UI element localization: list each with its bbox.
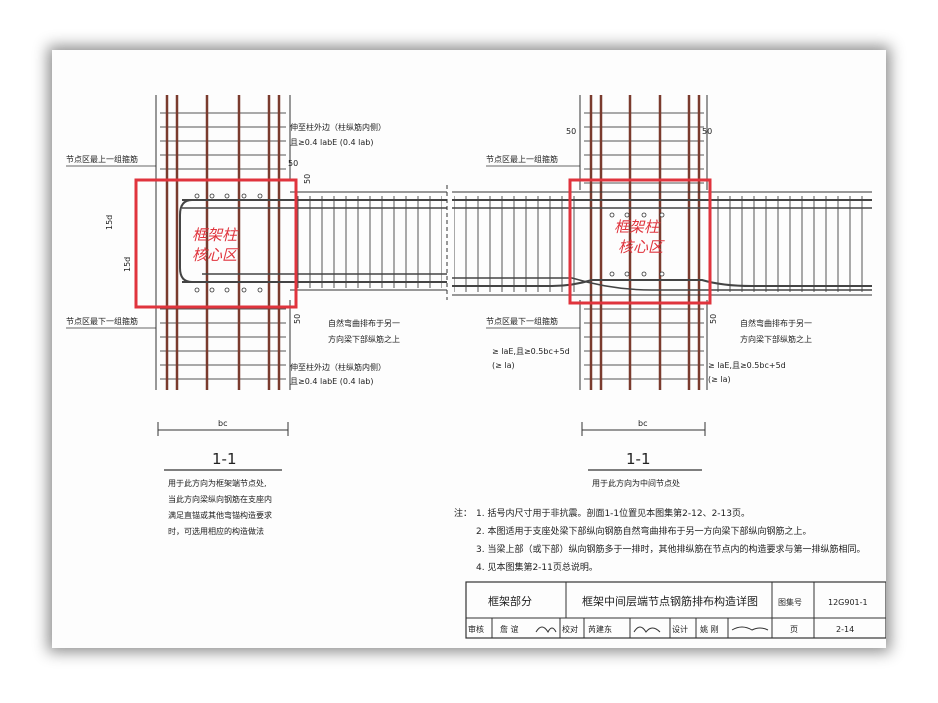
bottom-hoop-label: 节点区最下一组箍筋 bbox=[486, 316, 558, 326]
core-zone-text-2: 核心区 bbox=[618, 238, 665, 256]
section-label-left: 1-1 bbox=[212, 450, 237, 468]
beam-right-detail bbox=[452, 191, 872, 296]
bottom-extension-line2: 且≥0.4 labE (0.4 lab) bbox=[290, 377, 373, 386]
top-hoop-label: 节点区最上一组箍筋 bbox=[486, 154, 558, 164]
anchor-right-line2: (≥ la) bbox=[708, 375, 731, 384]
column-stirrups bbox=[160, 102, 286, 180]
bottom-extension-line1: 伸至柱外边（柱纵筋内侧） bbox=[290, 362, 386, 372]
right-detail: 框架柱 核心区 bc 50 50 50 节点区最上一组箍筋 节点区最下一组箍筋 … bbox=[452, 95, 872, 488]
designer-name: 姚 刚 bbox=[700, 624, 719, 634]
caption-left-1: 用于此方向为框架端节点处, bbox=[168, 478, 267, 488]
dim-50-b: 50 bbox=[702, 127, 712, 136]
bend-note-line2: 方向梁下部纵筋之上 bbox=[740, 334, 812, 344]
section-label-right: 1-1 bbox=[626, 450, 651, 468]
column-main-bars bbox=[165, 95, 281, 390]
notes: 注： 1. 括号内尺寸用于非抗震。剖面1-1位置见本图集第2-12、2-13页。… bbox=[454, 507, 865, 573]
notes-prefix: 注： bbox=[454, 507, 472, 519]
bottom-hoop-label: 节点区最下一组箍筋 bbox=[66, 316, 138, 326]
dim-50-c: 50 bbox=[293, 314, 302, 324]
core-zone-text-1: 框架柱 bbox=[614, 218, 661, 236]
core-zone-text-1: 框架柱 bbox=[192, 226, 239, 244]
caption-left-3: 满足直锚或其他弯锚构造要求 bbox=[168, 510, 272, 520]
core-zone-highlight bbox=[568, 178, 712, 305]
dim-50-b: 50 bbox=[303, 174, 312, 184]
dim-bc: bc bbox=[218, 419, 227, 428]
title-block bbox=[465, 581, 886, 639]
note-3: 3. 当梁上部（或下部）纵向钢筋多于一排时，其他排纵筋在节点内的构造要求与第一排… bbox=[476, 543, 865, 555]
check-label: 校对 bbox=[562, 624, 578, 634]
bend-note-line2: 方向梁下部纵筋之上 bbox=[328, 334, 400, 344]
design-label: 设计 bbox=[672, 624, 688, 634]
page-label: 页 bbox=[790, 625, 798, 634]
caption-right: 用于此方向为中间节点处 bbox=[592, 478, 680, 488]
reviewer-signature bbox=[535, 626, 557, 634]
column-stirrups bbox=[584, 102, 704, 188]
caption-left-4: 时，可选用相应的构造做法 bbox=[168, 526, 264, 536]
note-1: 1. 括号内尺寸用于非抗震。剖面1-1位置见本图集第2-12、2-13页。 bbox=[476, 507, 750, 519]
top-hoop-label: 节点区最上一组箍筋 bbox=[66, 154, 138, 164]
column-stirrups bbox=[160, 302, 286, 388]
dim-15d-top: 15d bbox=[105, 215, 114, 230]
review-label: 审核 bbox=[468, 624, 484, 634]
top-extension-line2: 且≥0.4 labE (0.4 lab) bbox=[290, 138, 373, 147]
dim-50-c: 50 bbox=[709, 314, 718, 324]
dim-bc: bc bbox=[638, 419, 647, 428]
anchor-left-line1: ≥ laE,且≥0.5bc+5d bbox=[492, 347, 570, 356]
caption-left-2: 当此方向梁纵向钢筋在支座内 bbox=[168, 494, 272, 504]
beam-left-detail bbox=[179, 185, 448, 300]
page-number: 2-14 bbox=[836, 625, 854, 634]
checker-name: 芮建东 bbox=[588, 624, 612, 634]
bend-note-line1: 自然弯曲排布于另一 bbox=[740, 318, 812, 328]
note-2: 2. 本图适用于支座处梁下部纵向钢筋自然弯曲排布于另一方向梁下部纵向钢筋之上。 bbox=[476, 525, 811, 537]
bend-note-line1: 自然弯曲排布于另一 bbox=[328, 318, 400, 328]
designer-signature bbox=[731, 626, 769, 631]
core-zone-text-2: 核心区 bbox=[192, 246, 239, 264]
drawing-title: 框架中间层端节点钢筋排布构造详图 bbox=[582, 594, 758, 608]
bar-dots bbox=[609, 212, 665, 277]
dim-50-a: 50 bbox=[566, 127, 576, 136]
core-zone-highlight bbox=[134, 178, 298, 309]
drawing-canvas: 框架柱 核心区 bc 15d 15d 50 50 50 伸至柱外边（柱纵筋内侧）… bbox=[66, 95, 886, 639]
drawing-sheet: 框架柱 核心区 bc 15d 15d 50 50 50 伸至柱外边（柱纵筋内侧）… bbox=[52, 50, 886, 648]
bar-dots bbox=[194, 193, 263, 293]
dim-15d-bottom: 15d bbox=[123, 257, 132, 272]
column-stirrups bbox=[584, 302, 704, 388]
left-detail: 框架柱 核心区 bc 15d 15d 50 50 50 伸至柱外边（柱纵筋内侧）… bbox=[66, 95, 448, 536]
column-main-bars bbox=[589, 95, 701, 390]
title-section: 框架部分 bbox=[488, 594, 532, 608]
atlas-label: 图集号 bbox=[778, 597, 802, 607]
anchor-left-line2: (≥ la) bbox=[492, 361, 515, 370]
reviewer-name: 詹 谊 bbox=[500, 624, 519, 634]
anchor-right-line1: ≥ laE,且≥0.5bc+5d bbox=[708, 361, 786, 370]
top-extension-line1: 伸至柱外边（柱纵筋内侧） bbox=[290, 122, 386, 132]
checker-signature bbox=[633, 626, 661, 633]
note-4: 4. 见本图集第2-11页总说明。 bbox=[476, 561, 598, 573]
atlas-number: 12G901-1 bbox=[828, 598, 868, 607]
dim-50-a: 50 bbox=[288, 159, 298, 168]
